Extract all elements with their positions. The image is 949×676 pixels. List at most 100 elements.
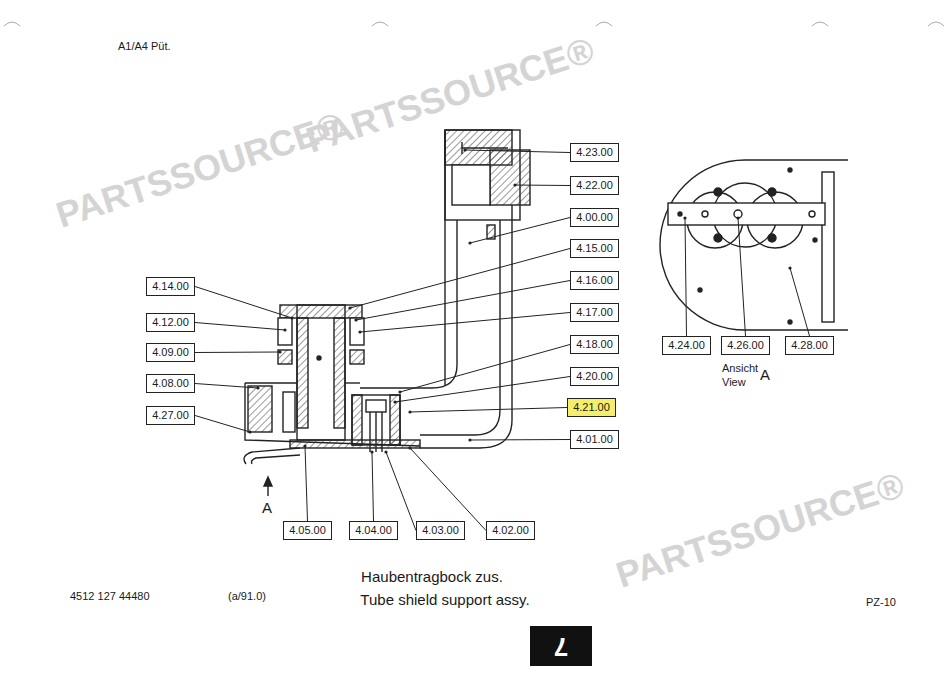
leader-dot: [398, 390, 401, 393]
callout-number: 4.12.00: [151, 316, 190, 329]
leader-dot: [348, 306, 351, 309]
callout-number: 4.09.00: [151, 346, 190, 359]
leader-dot: [354, 318, 357, 321]
leader-line: [515, 185, 570, 187]
view-letter: A: [760, 366, 770, 383]
leader-dot: [683, 216, 686, 219]
callout-number: 4.18.00: [575, 338, 614, 351]
leader-dot: [408, 410, 411, 413]
callout-box: 4.26.00: [721, 336, 770, 355]
leader-line: [470, 439, 570, 441]
callout-number: 4.04.00: [354, 524, 393, 537]
leader-line: [195, 384, 258, 389]
callout-box: 4.08.00: [146, 374, 195, 393]
callout-number: 4.26.00: [726, 339, 765, 352]
leader-line: [195, 352, 280, 354]
callout-box: 4.00.00: [570, 208, 619, 227]
leader-line: [410, 408, 567, 413]
drawing-number: 4512 127 44480: [70, 590, 150, 603]
leader-line: [790, 268, 810, 336]
leader-line: [470, 218, 570, 244]
callout-number: 4.20.00: [575, 370, 614, 383]
callout-box: 4.14.00: [146, 277, 195, 296]
callout-box: 4.20.00: [570, 367, 619, 386]
leader-dot: [303, 444, 306, 447]
callout-number: 4.05.00: [288, 524, 327, 537]
callout-box: 4.23.00: [570, 143, 619, 162]
callout-box: 4.17.00: [570, 303, 619, 322]
callout-number: 4.23.00: [575, 146, 614, 159]
view-label: Ansicht: [722, 362, 758, 375]
leader-line: [356, 281, 570, 321]
callout-number: 4.15.00: [575, 242, 614, 255]
callout-box: 4.04.00: [349, 521, 398, 540]
leader-dot: [256, 386, 259, 389]
leader-dot: [468, 438, 471, 441]
leader-dot: [393, 400, 396, 403]
callout-box: 4.24.00: [662, 336, 711, 355]
leader-line: [195, 323, 285, 331]
leader-dot: [370, 450, 373, 453]
leader-dot: [736, 216, 739, 219]
page-number: PZ-10: [866, 596, 896, 609]
view-arrow-letter: A: [262, 499, 272, 516]
leader-line: [400, 345, 570, 393]
leader-dot: [463, 148, 466, 151]
leader-line: [305, 446, 308, 521]
leader-dot: [278, 350, 281, 353]
leader-line: [738, 218, 746, 336]
callout-box: 4.01.00: [570, 430, 619, 449]
callout-box: 4.15.00: [570, 239, 619, 258]
leader-dot: [468, 241, 471, 244]
leader-dot: [384, 450, 387, 453]
leader-dot: [248, 430, 251, 433]
revision: (a/91.0): [228, 590, 266, 603]
leader-dot: [290, 316, 293, 319]
title: Haubentragbock zus.: [361, 568, 503, 585]
leader-line: [410, 448, 486, 531]
leader-line: [195, 287, 292, 319]
callout-box: 4.21.00: [567, 398, 616, 417]
callout-box: 4.27.00: [146, 406, 195, 425]
tab-number: 7: [554, 631, 568, 661]
callout-box: 4.18.00: [570, 335, 619, 354]
leader-line: [360, 313, 570, 333]
leader-dot: [358, 330, 361, 333]
callout-number: 4.03.00: [421, 524, 460, 537]
leader-line: [685, 218, 687, 336]
callout-box: 4.12.00: [146, 313, 195, 332]
leader-line: [395, 377, 570, 403]
callout-number: 4.21.00: [572, 401, 611, 414]
leader-line: [350, 249, 570, 309]
callout-number: 4.27.00: [151, 409, 190, 422]
callout-box: 4.09.00: [146, 343, 195, 362]
callout-number: 4.02.00: [491, 524, 530, 537]
leader-dot: [408, 446, 411, 449]
callout-number: 4.00.00: [575, 211, 614, 224]
callout-number: 4.08.00: [151, 377, 190, 390]
callout-number: 4.24.00: [667, 339, 706, 352]
callout-number: 4.17.00: [575, 306, 614, 319]
callout-number: 4.28.00: [790, 339, 829, 352]
leader-line: [372, 452, 374, 521]
caption: Tube shield support assy.: [360, 591, 529, 608]
callout-box: 4.02.00: [486, 521, 535, 540]
callout-number: 4.14.00: [151, 280, 190, 293]
leader-line: [386, 452, 416, 531]
callout-number: 4.22.00: [575, 179, 614, 192]
view-label: View: [722, 376, 746, 389]
sheet-note: A1/A4 Püt.: [118, 40, 171, 53]
callout-box: 4.28.00: [785, 336, 834, 355]
watermark: PARTSSOURCE®: [611, 464, 909, 596]
leader-dot: [788, 266, 791, 269]
callout-box: 4.03.00: [416, 521, 465, 540]
leader-dot: [513, 183, 516, 186]
leader-line: [465, 150, 570, 153]
callout-number: 4.01.00: [575, 433, 614, 446]
watermark: PARTSSOURCE®: [51, 104, 349, 236]
leader-line: [195, 416, 250, 433]
callout-box: 4.05.00: [283, 521, 332, 540]
leader-dot: [283, 328, 286, 331]
callout-box: 4.22.00: [570, 176, 619, 195]
callout-box: 4.16.00: [570, 271, 619, 290]
